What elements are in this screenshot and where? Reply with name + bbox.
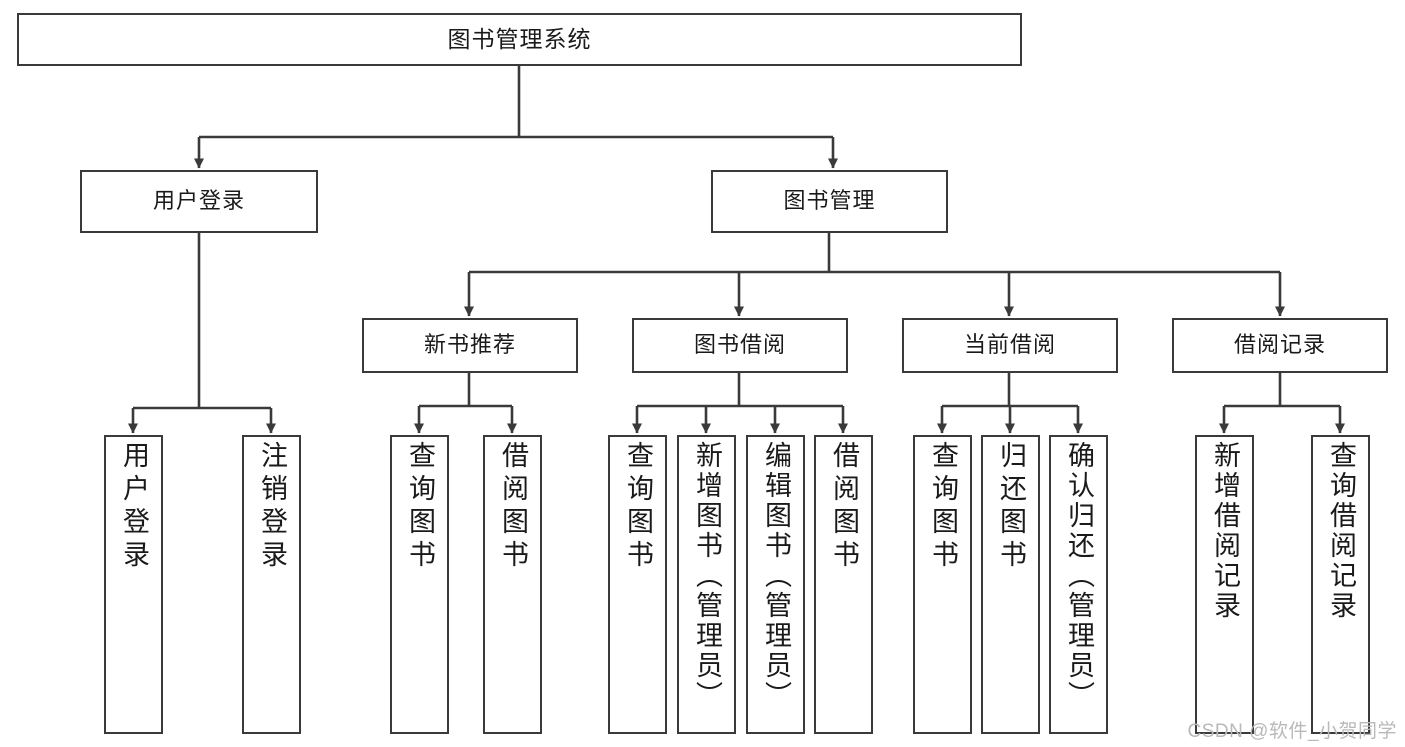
node-label: 查询图书	[405, 441, 435, 573]
node-label: 新增借阅记录	[1210, 441, 1240, 621]
node-leaf-edit-book-admin[interactable]: 编辑图书（管理员）	[746, 435, 805, 734]
node-current-borrow[interactable]: 当前借阅	[902, 318, 1118, 373]
node-label: 当前借阅	[963, 332, 1056, 358]
node-leaf-borrow-book-new[interactable]: 借阅图书	[483, 435, 542, 734]
node-leaf-add-book-admin[interactable]: 新增图书（管理员）	[677, 435, 736, 734]
node-leaf-query-book-new[interactable]: 查询图书	[390, 435, 449, 734]
node-borrow-record[interactable]: 借阅记录	[1172, 318, 1388, 373]
node-label: 查询图书	[928, 441, 958, 573]
node-label: 新增图书（管理员）	[692, 441, 722, 711]
node-label: 图书管理	[783, 188, 876, 214]
node-leaf-confirm-return-admin[interactable]: 确认归还（管理员）	[1049, 435, 1108, 734]
node-leaf-user-login[interactable]: 用户登录	[104, 435, 163, 734]
node-leaf-logout[interactable]: 注销登录	[242, 435, 301, 734]
node-label: 新书推荐	[423, 332, 516, 358]
node-leaf-borrow-book[interactable]: 借阅图书	[814, 435, 873, 734]
node-leaf-query-borrow-record[interactable]: 查询借阅记录	[1311, 435, 1370, 734]
node-leaf-return-book[interactable]: 归还图书	[981, 435, 1040, 734]
node-label: 用户登录	[119, 441, 149, 573]
node-new-book-recommend[interactable]: 新书推荐	[362, 318, 578, 373]
node-leaf-query-book-borrow[interactable]: 查询图书	[608, 435, 667, 734]
node-leaf-query-book-current[interactable]: 查询图书	[913, 435, 972, 734]
node-label: 归还图书	[996, 441, 1026, 573]
node-book-management[interactable]: 图书管理	[711, 170, 948, 233]
node-label: 确认归还（管理员）	[1064, 441, 1094, 711]
node-label: 借阅图书	[498, 441, 528, 573]
node-user-login[interactable]: 用户登录	[80, 170, 318, 233]
node-label: 用户登录	[152, 188, 245, 214]
node-root-system[interactable]: 图书管理系统	[17, 13, 1022, 66]
node-label: 借阅图书	[829, 441, 859, 573]
node-label: 注销登录	[257, 441, 287, 573]
node-label: 图书管理系统	[447, 25, 592, 52]
node-label: 借阅记录	[1233, 332, 1326, 358]
node-book-borrow[interactable]: 图书借阅	[632, 318, 848, 373]
node-label: 查询图书	[623, 441, 653, 573]
node-label: 查询借阅记录	[1326, 441, 1356, 621]
watermark: CSDN @软件_小贺同学	[1187, 721, 1397, 742]
node-leaf-add-borrow-record[interactable]: 新增借阅记录	[1195, 435, 1254, 734]
node-label: 图书借阅	[693, 332, 786, 358]
node-label: 编辑图书（管理员）	[761, 441, 791, 711]
